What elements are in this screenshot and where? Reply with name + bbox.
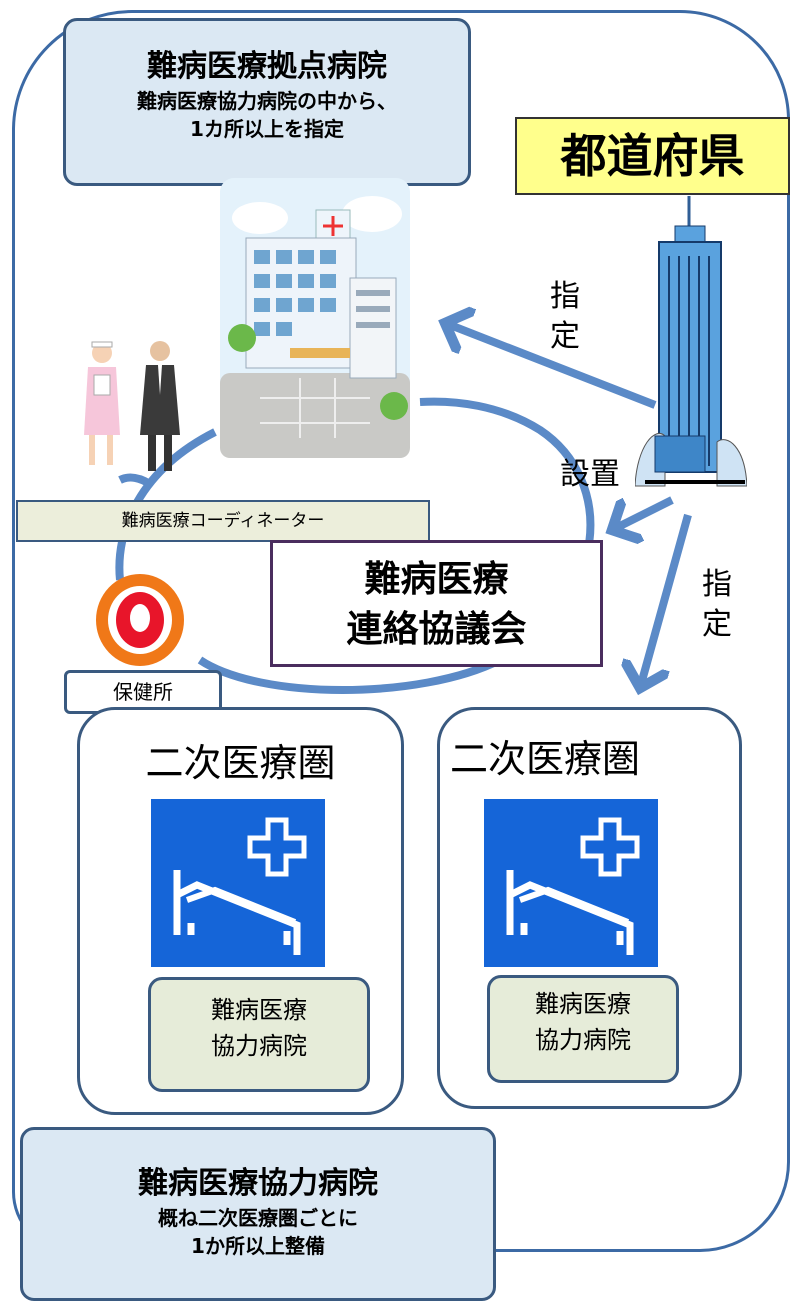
cooperating-hospital-line1: 概ね二次医療圏ごとに (158, 1206, 358, 1230)
cooperating-hospital-line2: 1か所以上整備 (191, 1234, 325, 1258)
coop-hospital-1-line1: 難病医療 (211, 996, 307, 1024)
staff-figures (84, 341, 180, 471)
doctor-figure (140, 341, 180, 471)
prefecture-label: 都道府県 (515, 117, 790, 195)
hospital-building-illustration (220, 178, 410, 458)
health-center-logo (96, 574, 184, 666)
council-line2: 連絡協議会 (346, 609, 527, 650)
council-box: 難病医療 連絡協議会 (270, 540, 603, 667)
coop-hospital-2-line1: 難病医療 (535, 990, 631, 1018)
designate-label-top: 指定 (550, 279, 580, 354)
hospital-bed-sign-icon (147, 795, 329, 971)
coop-hospital-1-line2: 協力病院 (211, 1032, 307, 1060)
cooperating-hospital-title: 難病医療協力病院 (138, 1166, 378, 1201)
cooperating-hospital-callout: 難病医療協力病院 概ね二次医療圏ごとに 1か所以上整備 (20, 1127, 496, 1301)
core-hospital-title: 難病医療拠点病院 (147, 49, 387, 84)
coop-hospital-box-2: 難病医療 協力病院 (487, 975, 679, 1083)
region-1-title: 二次医療圏 (145, 741, 336, 785)
arrow-establish-council (612, 496, 674, 530)
coop-hospital-box-1: 難病医療 協力病院 (148, 977, 370, 1092)
council-line1: 難病医療 (364, 559, 509, 600)
core-hospital-line1: 難病医療協力病院の中から、 (137, 89, 397, 113)
establish-label: 設置 (560, 457, 620, 492)
arrow-designate-cooperating (640, 513, 692, 688)
arrow-designate-core (445, 323, 657, 409)
region-2-title: 二次医療圏 (450, 737, 641, 781)
core-hospital-line2: 1カ所以上を指定 (190, 117, 344, 141)
core-hospital-callout: 難病医療拠点病院 難病医療協力病院の中から、 1カ所以上を指定 (63, 18, 471, 186)
designate-label-right: 指定 (702, 567, 732, 642)
coop-hospital-2-line2: 協力病院 (535, 1026, 631, 1054)
skyscraper-icon (635, 196, 747, 487)
nurse-figure (84, 341, 120, 465)
coordinator-label: 難病医療コーディネーター (16, 500, 430, 542)
hospital-bed-sign-icon (480, 795, 662, 971)
